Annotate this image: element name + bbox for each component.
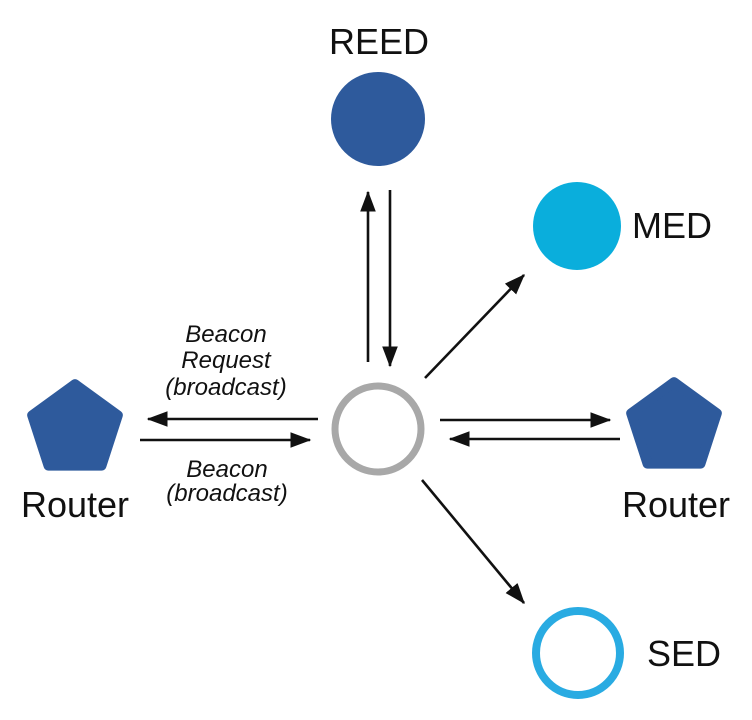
- beacon-label-line2: (broadcast): [166, 480, 287, 507]
- arrow-center-to-sed: [420, 479, 526, 605]
- beacon-request-label-line2: Request: [181, 347, 272, 374]
- beacon-request-label-line1: Beacon: [185, 321, 266, 348]
- router-left-label: Router: [21, 484, 129, 525]
- reed-node-circle: [331, 72, 425, 166]
- router-right-label: Router: [622, 484, 730, 525]
- beacon-label-line1: Beacon: [186, 456, 267, 483]
- med-node-circle: [533, 182, 621, 270]
- sed-label: SED: [647, 633, 721, 674]
- router-left-pentagon-edge: [27, 379, 123, 471]
- beacon-request-label-line3: (broadcast): [165, 374, 286, 401]
- sed-node-circle: [532, 607, 624, 699]
- center-node-circle: [331, 382, 425, 476]
- arrow-center-to-med: [424, 274, 525, 379]
- med-label: MED: [632, 205, 712, 246]
- router-right-pentagon-edge: [626, 377, 722, 469]
- reed-label: REED: [329, 21, 429, 62]
